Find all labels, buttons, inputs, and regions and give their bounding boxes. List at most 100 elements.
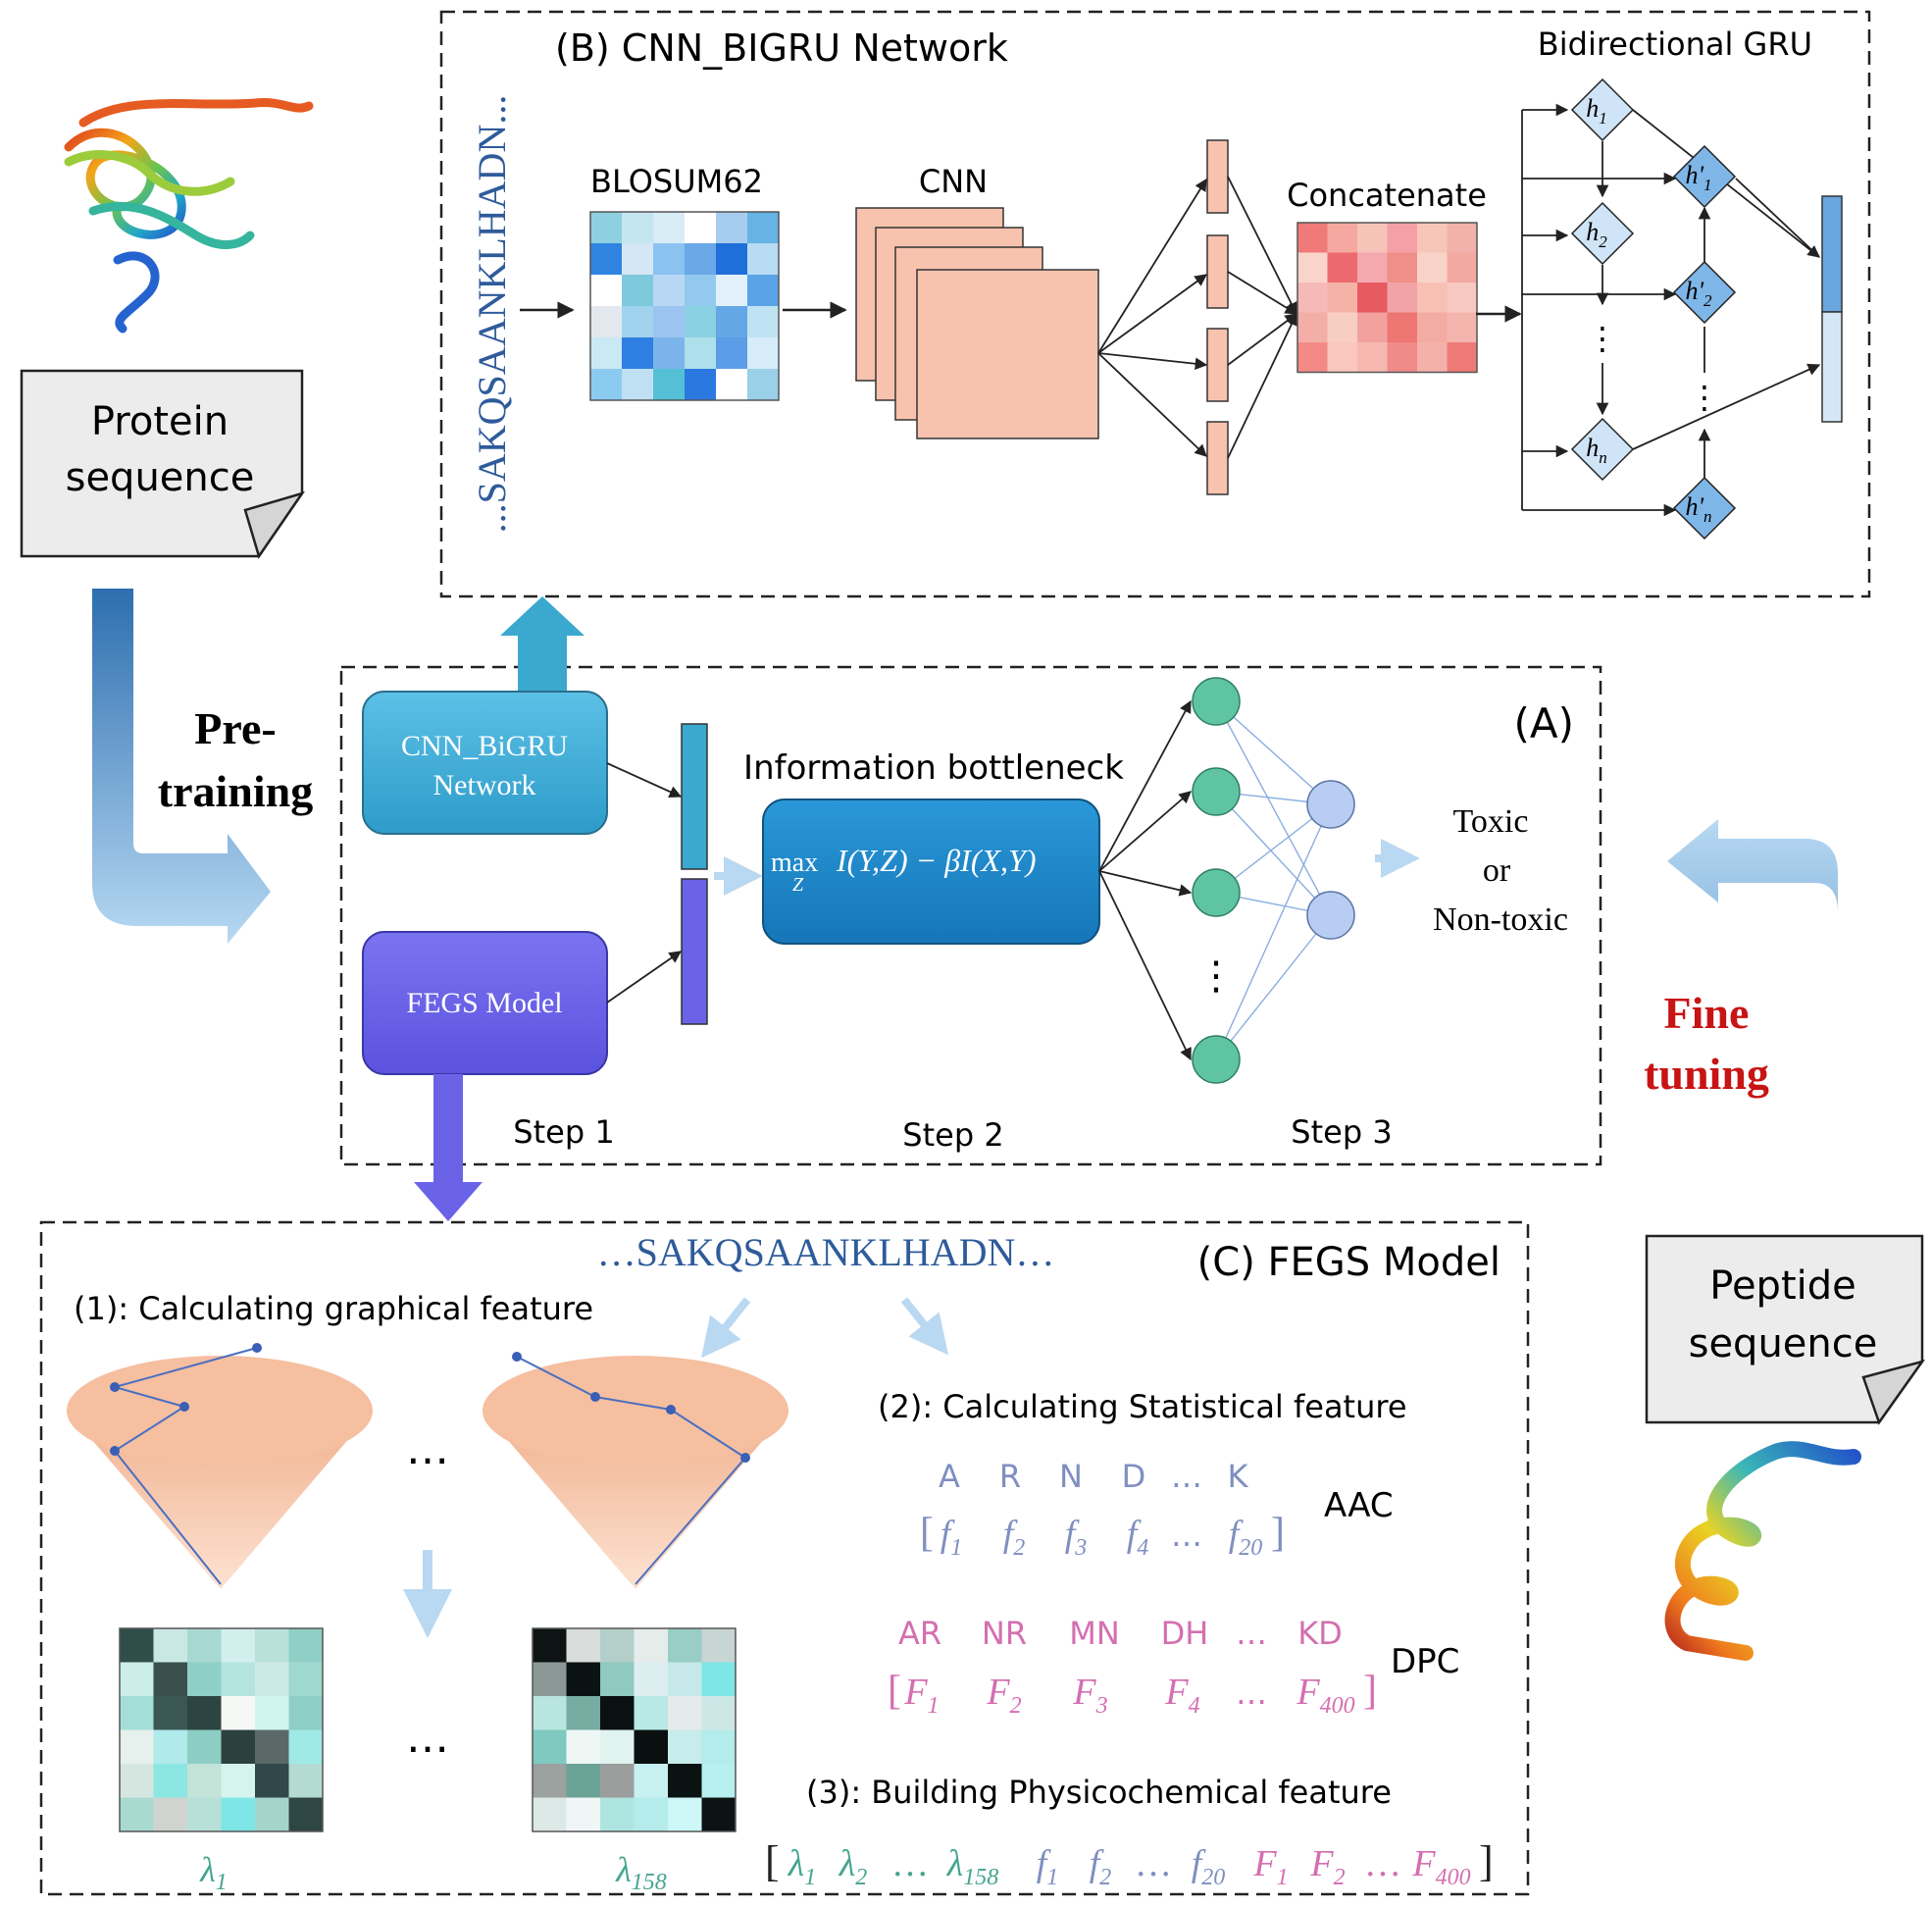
blosum-cell bbox=[685, 306, 716, 337]
nn-input-edge bbox=[1098, 870, 1193, 897]
gru-node-label: h'n bbox=[1685, 492, 1711, 526]
concat-cell bbox=[1417, 252, 1448, 283]
graph-matrix-cell bbox=[221, 1797, 255, 1831]
graph-matrix-cell bbox=[288, 1696, 323, 1730]
nn-edge bbox=[1215, 700, 1332, 805]
graph-matrix-cell bbox=[634, 1662, 668, 1696]
step2-statistical-title: (2): Calculating Statistical feature bbox=[878, 1388, 1407, 1425]
aac-letter: K bbox=[1228, 1458, 1249, 1495]
arrow-seq-graphical bbox=[701, 1297, 751, 1359]
cnn-to-vectors-arrows bbox=[1097, 178, 1208, 457]
blosum-cell bbox=[653, 337, 685, 369]
cnn-label: CNN bbox=[919, 163, 988, 200]
concat-cell bbox=[1417, 223, 1448, 253]
graph-matrix-cell bbox=[288, 1729, 323, 1764]
concatenate-matrix bbox=[1296, 222, 1478, 374]
concat-cell bbox=[1387, 252, 1417, 283]
graph-matrix-cell bbox=[600, 1797, 635, 1831]
bigru-connections bbox=[1521, 103, 1821, 517]
final-vector-element: f1 bbox=[1037, 1843, 1059, 1890]
ib-title: Information bottleneck bbox=[743, 748, 1124, 788]
graph-matrix-cell bbox=[288, 1628, 323, 1663]
dpc-pair: DH bbox=[1161, 1615, 1209, 1652]
matrices-ellipsis: … bbox=[406, 1713, 449, 1763]
cnn-bigru-box[interactable]: CNN_BiGRU Network bbox=[362, 691, 608, 835]
graph-matrix-cell bbox=[668, 1729, 702, 1764]
concat-cell bbox=[1387, 342, 1417, 373]
aac-letter: A bbox=[939, 1458, 960, 1495]
graph-matrix-cell bbox=[255, 1628, 289, 1663]
final-vector-element: λ1 bbox=[788, 1843, 816, 1890]
gru-node-label: h1 bbox=[1586, 94, 1607, 128]
graph-matrix-cell bbox=[533, 1729, 567, 1764]
graph-matrix-cell bbox=[187, 1797, 222, 1831]
gru-label: Bidirectional GRU bbox=[1538, 26, 1812, 63]
output-line2: or bbox=[1483, 852, 1511, 889]
graph-matrix-cell bbox=[120, 1729, 154, 1764]
nn-hidden-node bbox=[1192, 1035, 1241, 1084]
aac-vector-element: f3 bbox=[1065, 1514, 1088, 1561]
nn-edge bbox=[1215, 700, 1332, 916]
concat-cell bbox=[1297, 312, 1328, 342]
fegs-model-box[interactable]: FEGS Model bbox=[362, 931, 608, 1075]
gru-node-label: h'2 bbox=[1685, 277, 1712, 310]
gru-node: h2 bbox=[1570, 201, 1635, 266]
information-bottleneck-box[interactable]: max Z I(Y,Z) − βI(X,Y) bbox=[762, 798, 1100, 945]
blosum-cell bbox=[716, 243, 747, 275]
aac-vector-element: f20 bbox=[1229, 1514, 1263, 1561]
blosum-cell bbox=[685, 243, 716, 275]
concat-cell bbox=[1417, 283, 1448, 313]
protein-label-line1: Protein bbox=[91, 399, 229, 444]
final-vector-bracket-open: [ bbox=[765, 1837, 780, 1885]
blosum-cell bbox=[622, 275, 653, 306]
blosum-cell bbox=[590, 306, 622, 337]
graph-matrix-cell bbox=[701, 1628, 736, 1663]
final-vector-element: F1 bbox=[1252, 1843, 1288, 1890]
step1-label: Step 1 bbox=[513, 1113, 614, 1151]
concat-label: Concatenate bbox=[1287, 177, 1487, 214]
aac-vector-element: f2 bbox=[1003, 1514, 1026, 1561]
blosum-cell bbox=[590, 212, 622, 243]
concat-cell bbox=[1327, 252, 1357, 283]
graph-matrix-cell bbox=[221, 1729, 255, 1764]
graph-matrix-cell bbox=[600, 1628, 635, 1663]
nn-edge bbox=[1215, 803, 1332, 1060]
peptide-sequence-note: Peptide sequence bbox=[1645, 1234, 1926, 1425]
blosum-cell bbox=[622, 243, 653, 275]
panel-a-label: (A) bbox=[1513, 699, 1574, 747]
concat-cell bbox=[1357, 312, 1388, 342]
step1-graphical-title: (1): Calculating graphical feature bbox=[74, 1290, 593, 1327]
blosum-cell bbox=[716, 212, 747, 243]
output-line1: Toxic bbox=[1453, 803, 1529, 840]
graph-matrix-cell bbox=[288, 1764, 323, 1798]
dpc-vector-element: F1 bbox=[903, 1672, 939, 1719]
blosum-cell bbox=[653, 275, 685, 306]
protein-label-line2: sequence bbox=[66, 455, 255, 500]
blosum-cell bbox=[747, 275, 779, 306]
step3-physicochemical-title: (3): Building Physicochemical feature bbox=[806, 1774, 1392, 1811]
graph-matrix-cell bbox=[255, 1662, 289, 1696]
graph-matrix-cell bbox=[668, 1662, 702, 1696]
cone-left bbox=[67, 1343, 373, 1589]
graph-matrix-cell bbox=[153, 1628, 187, 1663]
dpc-vector-element: F2 bbox=[986, 1672, 1021, 1719]
final-vector-element: F400 bbox=[1411, 1843, 1470, 1890]
protein-structure-image bbox=[64, 98, 314, 334]
graph-matrix-cell bbox=[701, 1662, 736, 1696]
panel-c-label: (C) FEGS Model bbox=[1197, 1240, 1500, 1285]
cnn-feature-maps bbox=[855, 207, 1099, 439]
graph-matrix-cell bbox=[566, 1729, 600, 1764]
cnn-feature-vector bbox=[681, 723, 708, 870]
concat-cell bbox=[1357, 252, 1388, 283]
graph-matrix-cell bbox=[634, 1696, 668, 1730]
pretraining-label-line1: Pre- bbox=[194, 703, 276, 753]
graph-matrix-cell bbox=[634, 1764, 668, 1798]
cnn-bigru-box-line2: Network bbox=[433, 769, 536, 801]
graph-matrix-cell bbox=[566, 1797, 600, 1831]
nn-edge bbox=[1215, 791, 1332, 916]
nn-input-edge bbox=[1098, 699, 1192, 872]
graph-matrix-cell bbox=[120, 1662, 154, 1696]
blosum-cell bbox=[747, 337, 779, 369]
